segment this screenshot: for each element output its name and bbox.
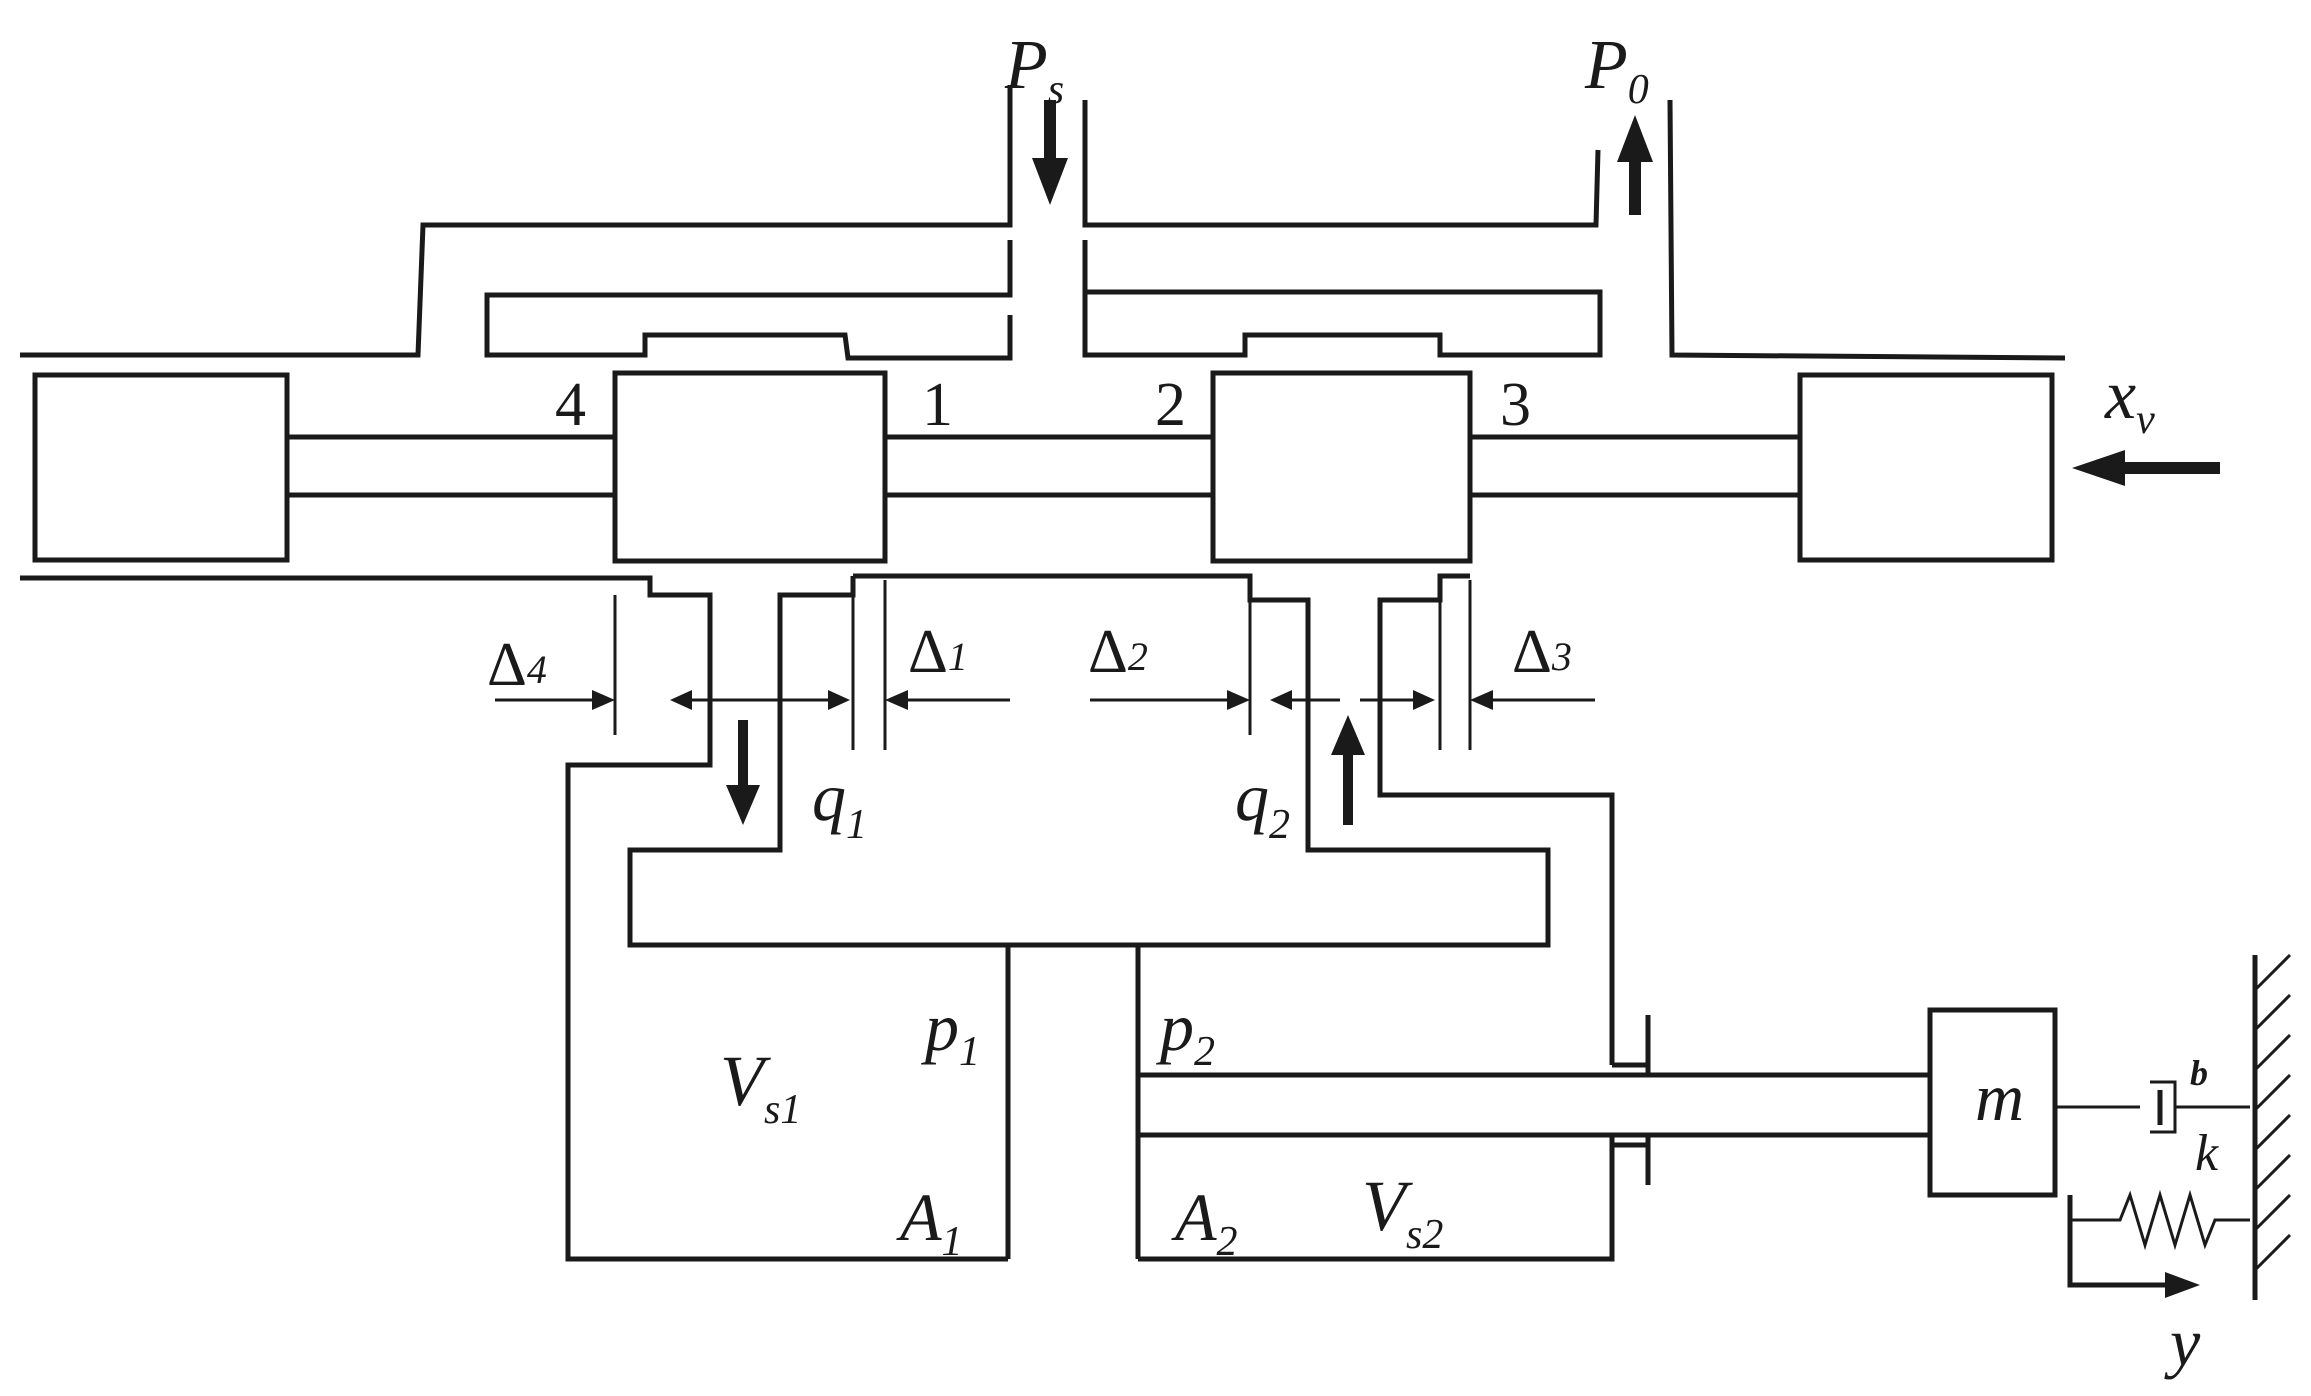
spool-end-left bbox=[32, 372, 290, 563]
valve-body bbox=[20, 85, 2066, 1262]
q1-flow-arrow bbox=[726, 720, 760, 825]
delta4-label: Δ4 bbox=[487, 631, 547, 699]
delta1-label: Δ1 bbox=[908, 618, 968, 686]
damper-label: b bbox=[2190, 1053, 2208, 1093]
spring-label: k bbox=[2195, 1125, 2219, 1182]
spool bbox=[32, 370, 2055, 564]
port2-double-arrow bbox=[1270, 690, 1435, 710]
q2-flow-arrow bbox=[1331, 715, 1365, 825]
spool-input-arrow bbox=[2072, 450, 2220, 486]
orifice-4-label: 4 bbox=[555, 371, 586, 439]
delta2-arrow bbox=[1090, 690, 1250, 710]
mass-block bbox=[1927, 1007, 2058, 1198]
clearance-marks bbox=[613, 578, 1472, 750]
return-pressure-label: P0 bbox=[1584, 27, 1649, 113]
port1-double-arrow bbox=[670, 690, 850, 710]
delta4-arrow bbox=[495, 690, 615, 710]
arrows bbox=[495, 100, 2220, 1298]
q1-label: q1 bbox=[812, 759, 867, 848]
labels: Ps P0 xv 4 1 2 3 Δ4 Δ1 Δ2 Δ3 q1 q2 p1 Vs… bbox=[487, 27, 2219, 1380]
spool-end-right bbox=[1797, 372, 2055, 563]
displacement-arrow bbox=[2067, 1195, 2200, 1298]
spool-input-label: xv bbox=[2104, 357, 2155, 443]
vs1-label: Vs1 bbox=[720, 1041, 801, 1133]
mass-label: m bbox=[1975, 1059, 2024, 1135]
cylinder bbox=[1005, 945, 1930, 1259]
p1-label: p1 bbox=[921, 989, 980, 1075]
vs2-label: Vs2 bbox=[1362, 1166, 1443, 1258]
spool-land-left bbox=[612, 370, 888, 564]
q2-label: q2 bbox=[1235, 759, 1290, 848]
supply-pressure-label: Ps bbox=[1004, 27, 1064, 113]
spool-land-right bbox=[1210, 370, 1473, 564]
delta3-arrow bbox=[1470, 690, 1595, 710]
load-system bbox=[1927, 953, 2292, 1300]
delta3-label: Δ3 bbox=[1512, 618, 1572, 686]
orifice-2-label: 2 bbox=[1155, 371, 1186, 439]
p2-label: p2 bbox=[1156, 989, 1215, 1075]
delta1-arrow bbox=[885, 690, 1010, 710]
orifice-3-label: 3 bbox=[1500, 371, 1531, 439]
orifice-1-label: 1 bbox=[922, 371, 953, 439]
displacement-label: y bbox=[2164, 1304, 2201, 1380]
ground-hatch bbox=[2253, 953, 2292, 1272]
supply-flow-arrow bbox=[1032, 100, 1068, 205]
return-flow-arrow bbox=[1617, 115, 1653, 215]
delta2-label: Δ2 bbox=[1088, 618, 1148, 686]
a2-label: A2 bbox=[1171, 1179, 1238, 1265]
a1-label: A1 bbox=[896, 1179, 963, 1265]
